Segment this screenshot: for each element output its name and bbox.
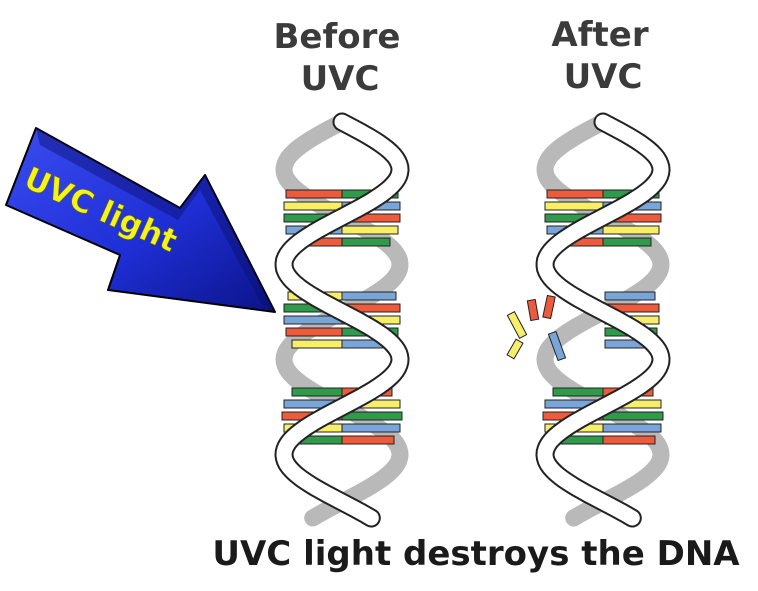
broken-base-fragment <box>506 338 524 360</box>
base-pair-right <box>341 291 397 301</box>
after-title-line1: After <box>551 15 648 55</box>
base-pair-left <box>285 327 343 337</box>
base-pair-right <box>341 423 401 433</box>
base-pair-left <box>552 387 604 397</box>
base-pair-left <box>544 201 604 211</box>
before-title-line2: UVC <box>301 59 380 99</box>
base-pair-left <box>285 189 343 199</box>
broken-base-fragment <box>526 298 540 322</box>
base-pair-right <box>341 411 403 421</box>
dna-helix-after <box>506 112 671 528</box>
arrow-right-down-icon: UVC light <box>5 127 276 313</box>
dna-helix-before <box>274 112 410 528</box>
base-pair-left <box>546 189 604 199</box>
base-pair-right <box>341 237 391 247</box>
dna-strand-front <box>537 114 669 526</box>
base-pair-right <box>341 435 395 445</box>
caption: UVC light destroys the DNA <box>212 534 740 574</box>
base-pair-right <box>602 423 662 433</box>
base-pair-left <box>291 387 343 397</box>
broken-base-fragment <box>542 294 556 320</box>
base-pair-left <box>283 201 343 211</box>
base-pair-right <box>602 225 660 235</box>
dna-strand-front <box>276 114 408 526</box>
base-pair-right <box>602 237 652 247</box>
after-title-line2: UVC <box>564 57 643 97</box>
base-pair-right <box>602 435 656 445</box>
base-pair-fragment <box>604 291 656 301</box>
base-pair-right <box>602 411 664 421</box>
base-pair-left <box>291 339 343 349</box>
broken-base-fragment <box>506 310 528 340</box>
dna-strand-back <box>536 113 670 527</box>
base-pair-right <box>341 225 399 235</box>
broken-base-fragment <box>547 330 567 362</box>
before-title-line1: Before <box>274 17 401 57</box>
